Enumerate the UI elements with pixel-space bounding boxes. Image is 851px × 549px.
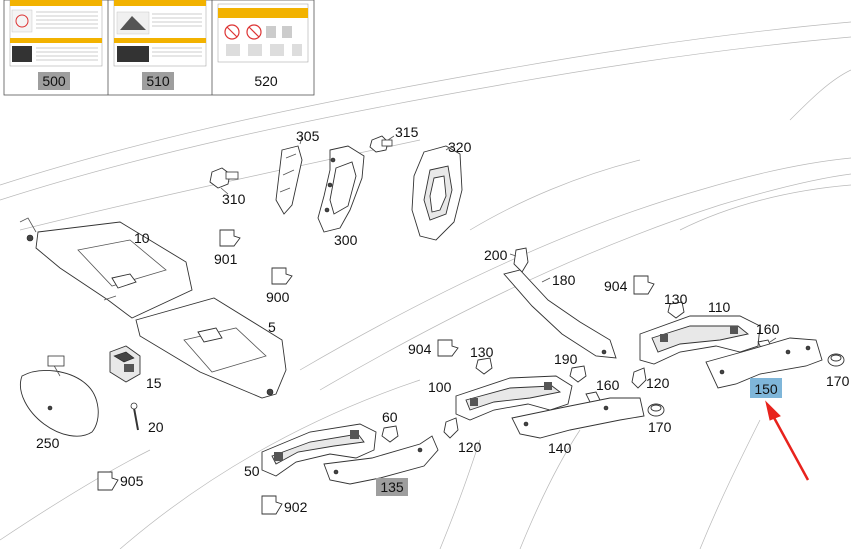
screw-310: 310	[209, 167, 246, 207]
clip-902: 902	[261, 495, 308, 515]
clip-900: 900	[266, 267, 293, 305]
label-160-upper: 160	[756, 321, 780, 337]
label-190: 190	[554, 351, 578, 367]
label-170-upper: 170	[826, 373, 850, 389]
label-110: 110	[708, 299, 731, 315]
label-100: 100	[428, 379, 452, 395]
clip-120-lower: 120	[443, 417, 482, 455]
label-60: 60	[382, 409, 398, 425]
grab-handle-50: 50	[244, 423, 377, 479]
label-901: 901	[214, 251, 238, 267]
grab-handle-100: 100	[428, 375, 573, 421]
label-902: 902	[284, 499, 308, 515]
label-200: 200	[484, 247, 508, 263]
label-120-lower: 120	[458, 439, 482, 455]
clip-905: 905	[97, 471, 144, 491]
label-150: 150	[754, 381, 778, 397]
label-500: 500	[42, 73, 66, 89]
bracket-135: 135	[323, 435, 439, 496]
cap-170-lower: 170	[647, 403, 672, 435]
label-900: 900	[266, 289, 290, 305]
bracket-150: 150	[705, 337, 823, 398]
warning-sheet-510: 510	[113, 0, 207, 90]
label-160-lower: 160	[596, 377, 620, 393]
label-905: 905	[120, 473, 144, 489]
label-510: 510	[146, 73, 170, 89]
warning-labels-panel: 500 510	[3, 0, 315, 96]
mirror-250: 250	[20, 355, 99, 451]
label-250: 250	[36, 435, 60, 451]
label-315: 315	[395, 124, 419, 140]
label-300: 300	[334, 232, 358, 248]
label-10: 10	[134, 230, 150, 246]
label-305: 305	[296, 128, 320, 144]
screw-20: 20	[130, 402, 164, 435]
label-120-upper: 120	[646, 375, 670, 391]
label-310: 310	[222, 191, 246, 207]
label-20: 20	[148, 419, 164, 435]
warning-sheet-500: 500	[9, 0, 103, 90]
pointer-arrow	[765, 400, 810, 481]
screw-315: 315	[369, 124, 419, 153]
trim-300: 300	[317, 145, 365, 248]
switch-15: 15	[109, 345, 162, 391]
label-135: 135	[380, 479, 404, 495]
clip-130-upper: 130	[664, 291, 688, 319]
roof-outline	[0, 21, 851, 549]
trim-180: 180	[503, 269, 617, 359]
cover-320: 320	[411, 139, 472, 241]
screw-60: 60	[381, 409, 399, 443]
label-5: 5	[268, 319, 276, 335]
label-520: 520	[254, 73, 278, 89]
bracket-140: 140	[511, 397, 645, 456]
label-904-lower: 904	[408, 341, 432, 357]
clip-904-lower: 904	[408, 339, 459, 357]
label-140: 140	[548, 440, 572, 456]
sun-visor-5: 5	[135, 297, 287, 399]
cap-170-upper: 170	[826, 353, 850, 389]
label-170-lower: 170	[648, 419, 672, 435]
clip-904-upper: 904	[604, 275, 655, 295]
clip-200: 200	[484, 247, 529, 273]
sun-visor-10: 10	[19, 217, 193, 319]
label-904-upper: 904	[604, 278, 628, 294]
label-50: 50	[244, 463, 260, 479]
clip-130-lower: 130	[470, 344, 494, 375]
clip-120-upper: 120	[631, 367, 670, 391]
label-15: 15	[146, 375, 162, 391]
warning-sheet-520: 520	[217, 3, 309, 89]
bracket-305: 305	[275, 128, 320, 215]
label-130-upper: 130	[664, 291, 688, 307]
label-180: 180	[552, 272, 576, 288]
screw-190: 190	[554, 351, 587, 383]
label-320: 320	[448, 139, 472, 155]
label-130-lower: 130	[470, 344, 494, 360]
clip-901: 901	[214, 229, 241, 267]
grab-handle-110: 110	[639, 299, 761, 365]
